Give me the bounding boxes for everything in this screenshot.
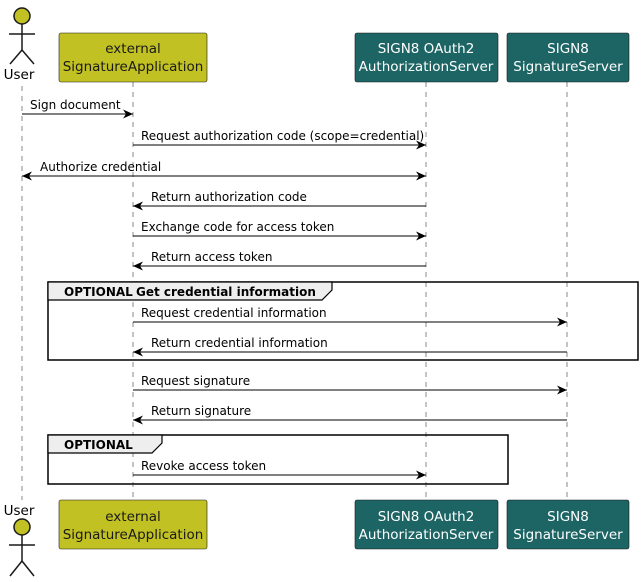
arrowhead-icon [133, 201, 143, 211]
fragment-header-tab [47, 434, 163, 454]
participant-auth-top: SIGN8 OAuth2 AuthorizationServer [354, 32, 499, 83]
message-label: Return credential information [151, 336, 328, 350]
svg-text:external: external [105, 509, 161, 525]
participant-app-bottom: external SignatureApplication [58, 499, 208, 550]
participant-user-bottom: User [4, 503, 35, 577]
message-label: Authorize credential [40, 160, 161, 174]
fragment-frame [47, 281, 639, 361]
fragment-label: Get credential information [136, 285, 316, 299]
message-6: Return access token [133, 250, 426, 271]
arrowhead-icon [22, 171, 32, 181]
participant-sig-top: SIGN8 SignatureServer [506, 32, 630, 83]
message-label: Request signature [141, 374, 250, 388]
arrowhead-icon [133, 261, 143, 271]
message-label: Return access token [151, 250, 272, 264]
fragment-optional-credential-info: OPTIONAL Get credential information [47, 281, 639, 361]
stick-figure-icon [9, 518, 35, 577]
message-5: Exchange code for access token [133, 220, 426, 241]
arrowhead-icon [133, 347, 143, 357]
fragment-header-tab [47, 281, 333, 301]
message-label: Return signature [151, 404, 251, 418]
svg-text:SignatureServer: SignatureServer [513, 527, 623, 543]
participant-app-top: external SignatureApplication [58, 32, 208, 83]
svg-text:SIGN8: SIGN8 [547, 41, 589, 57]
svg-text:SignatureServer: SignatureServer [513, 59, 623, 75]
svg-text:SIGN8: SIGN8 [547, 509, 589, 525]
svg-text:external: external [105, 41, 161, 57]
arrowhead-icon [133, 415, 143, 425]
message-label: Return authorization code [151, 190, 307, 204]
svg-text:AuthorizationServer: AuthorizationServer [359, 59, 494, 75]
svg-text:SIGN8 OAuth2: SIGN8 OAuth2 [378, 41, 475, 57]
arrowhead-icon [416, 140, 426, 150]
participant-label: User [4, 67, 35, 83]
fragment-frame [47, 434, 509, 485]
svg-text:AuthorizationServer: AuthorizationServer [359, 527, 494, 543]
message-2: Request authorization code (scope=creden… [133, 129, 426, 150]
message-label: Sign document [30, 98, 121, 112]
arrowhead-icon [123, 109, 133, 119]
svg-text:SIGN8 OAuth2: SIGN8 OAuth2 [378, 509, 475, 525]
message-9: Request signature [133, 374, 567, 395]
participant-user-top: User [4, 7, 35, 83]
message-label: Request authorization code (scope=creden… [141, 129, 424, 143]
participant-label: User [4, 503, 35, 519]
message-4: Return authorization code [133, 190, 426, 211]
message-label: Request credential information [141, 306, 327, 320]
fragment-keyword: OPTIONAL [64, 438, 133, 452]
message-label: Exchange code for access token [141, 220, 334, 234]
participant-auth-bottom: SIGN8 OAuth2 AuthorizationServer [354, 499, 499, 550]
message-1: Sign document [22, 98, 133, 119]
participant-sig-bottom: SIGN8 SignatureServer [506, 499, 630, 550]
message-11: Revoke access token [133, 459, 426, 480]
message-7: Request credential information [133, 306, 567, 327]
svg-text:SignatureApplication: SignatureApplication [63, 59, 204, 75]
stick-figure-icon [9, 7, 35, 65]
arrowhead-icon [416, 470, 426, 480]
fragment-keyword: OPTIONAL [64, 285, 133, 299]
arrowhead-icon [557, 385, 567, 395]
message-10: Return signature [133, 404, 567, 425]
fragment-optional-revoke: OPTIONAL [47, 434, 509, 485]
svg-text:SignatureApplication: SignatureApplication [63, 527, 204, 543]
message-label: Revoke access token [141, 459, 266, 473]
arrowhead-icon [416, 231, 426, 241]
message-3: Authorize credential [22, 160, 426, 181]
message-8: Return credential information [133, 336, 567, 357]
arrowhead-icon [557, 317, 567, 327]
arrowhead-icon [416, 171, 426, 181]
